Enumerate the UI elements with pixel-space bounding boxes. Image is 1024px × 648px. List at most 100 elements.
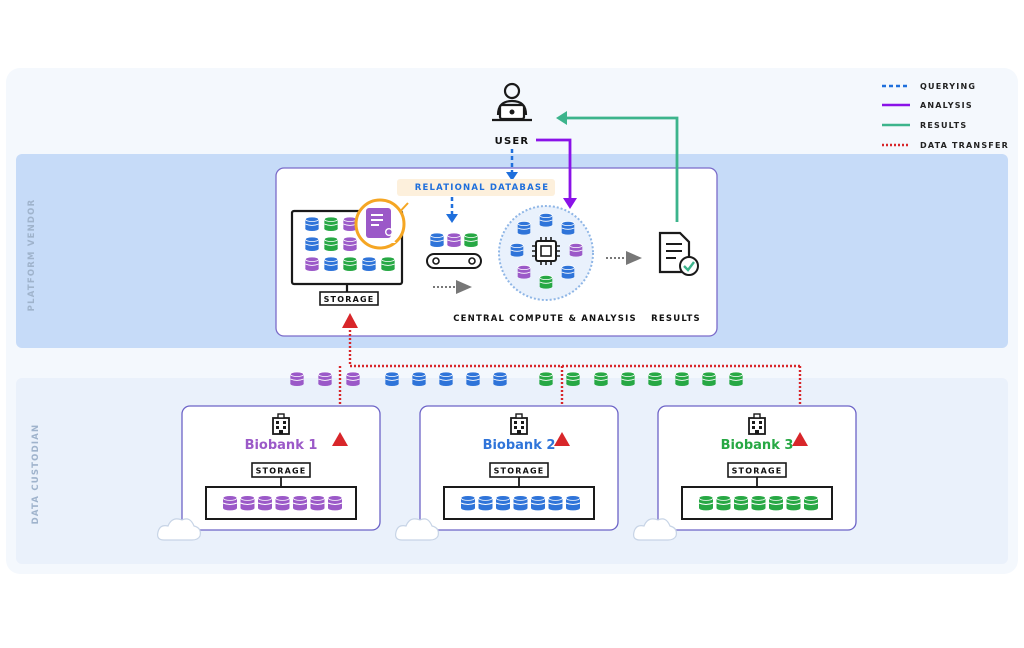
results-arrowhead: [556, 111, 567, 125]
database-icon: [411, 371, 427, 387]
database-icon: [768, 495, 784, 511]
analysis-line: [536, 138, 572, 200]
relational-db-label: RELATIONAL DATABASE: [415, 183, 549, 193]
database-icon: [257, 495, 273, 511]
data-custodian-label: DATA CUSTODIAN: [31, 424, 41, 525]
database-icon: [304, 256, 320, 272]
cloud-icon: [157, 518, 201, 541]
database-icon: [569, 242, 583, 257]
database-icon: [289, 371, 305, 387]
database-icon: [327, 495, 343, 511]
biobank-name-2: Biobank 2: [483, 438, 556, 453]
database-icon: [446, 232, 462, 248]
monitor-databases: [304, 216, 396, 272]
biobank-card-2: Biobank 2 STORAGE: [395, 405, 619, 541]
database-icon: [292, 495, 308, 511]
biobank-storage-label-1: STORAGE: [256, 467, 307, 476]
database-icon: [304, 236, 320, 252]
relational-db-arrowhead: [446, 214, 458, 223]
database-icon: [510, 242, 524, 257]
database-icon: [463, 232, 479, 248]
database-icon: [429, 232, 445, 248]
database-icon: [620, 371, 636, 387]
database-icon: [361, 256, 377, 272]
database-icon: [538, 371, 554, 387]
database-icon: [751, 495, 766, 511]
database-icon: [786, 495, 801, 511]
central-compute-label: CENTRAL COMPUTE & ANALYSIS: [453, 314, 637, 324]
legend-querying-label: QUERYING: [920, 82, 976, 91]
database-icon: [345, 371, 361, 387]
database-icon: [647, 371, 663, 387]
relational-db-badge: [397, 179, 555, 196]
database-icon: [310, 495, 325, 511]
querying-arrowhead: [506, 172, 518, 181]
database-icon: [478, 495, 493, 511]
database-icon: [222, 495, 238, 511]
transfer-arrowhead-biobank-2: [554, 432, 570, 446]
building-icon: [748, 413, 766, 435]
biobank-card-3: Biobank 3 STORAGE: [633, 405, 857, 541]
database-icon: [465, 371, 481, 387]
results-label: RESULTS: [651, 314, 701, 324]
cloud-icon: [395, 518, 439, 541]
database-icon: [674, 371, 690, 387]
legend-analysis-label: ANALYSIS: [920, 101, 973, 110]
chip-icon: [532, 237, 560, 265]
biobank-name-3: Biobank 3: [721, 438, 794, 453]
database-icon: [539, 212, 553, 227]
biobank-storage-label-3: STORAGE: [732, 467, 783, 476]
database-icon: [716, 495, 731, 511]
legend-results-label: RESULTS: [920, 121, 967, 130]
database-icon: [561, 220, 575, 235]
building-icon: [272, 413, 290, 435]
database-icon: [317, 371, 333, 387]
platform-vendor-label: PLATFORM VENDOR: [27, 199, 37, 312]
database-icon: [530, 495, 546, 511]
database-icon: [495, 495, 511, 511]
transferring-databases: [289, 371, 744, 387]
database-icon: [460, 495, 476, 511]
results-document-icon: [658, 231, 699, 276]
database-icon: [323, 216, 339, 232]
database-icon: [593, 371, 609, 387]
user-label: USER: [495, 136, 530, 147]
database-icon: [275, 495, 290, 511]
database-icon: [701, 371, 717, 387]
central-compute: [498, 205, 594, 301]
database-icon: [342, 236, 358, 252]
database-icon: [539, 274, 553, 289]
database-icon: [565, 495, 581, 511]
database-icon: [240, 495, 255, 511]
database-icon: [517, 264, 531, 279]
database-icon: [803, 495, 819, 511]
database-icon: [342, 256, 358, 272]
conveyor-icon: [426, 232, 482, 269]
database-icon: [380, 256, 396, 272]
database-icon: [384, 371, 400, 387]
storage-label: STORAGE: [324, 295, 375, 304]
database-icon: [728, 371, 744, 387]
database-icon: [304, 216, 320, 232]
results-line: [565, 116, 679, 222]
biobank-storage-label-2: STORAGE: [494, 467, 545, 476]
document-person-icon: [354, 198, 409, 250]
database-icon: [548, 495, 563, 511]
building-icon: [510, 413, 528, 435]
storage-label-box: [319, 291, 379, 306]
transfer-arrowhead-biobank-3: [792, 432, 808, 446]
legend-transfer-label: DATA TRANSFER: [920, 141, 1009, 150]
conveyor-arrowhead: [456, 280, 472, 294]
transfer-arrowhead-biobank-1: [332, 432, 348, 446]
database-icon: [517, 220, 531, 235]
analysis-arrowhead: [563, 198, 577, 209]
user-icon: [492, 82, 532, 122]
database-icon: [733, 495, 749, 511]
database-icon: [561, 264, 575, 279]
legend: QUERYING ANALYSIS RESULTS DATA TRANSFER: [882, 82, 1009, 150]
database-icon: [323, 256, 339, 272]
database-icon: [323, 236, 339, 252]
